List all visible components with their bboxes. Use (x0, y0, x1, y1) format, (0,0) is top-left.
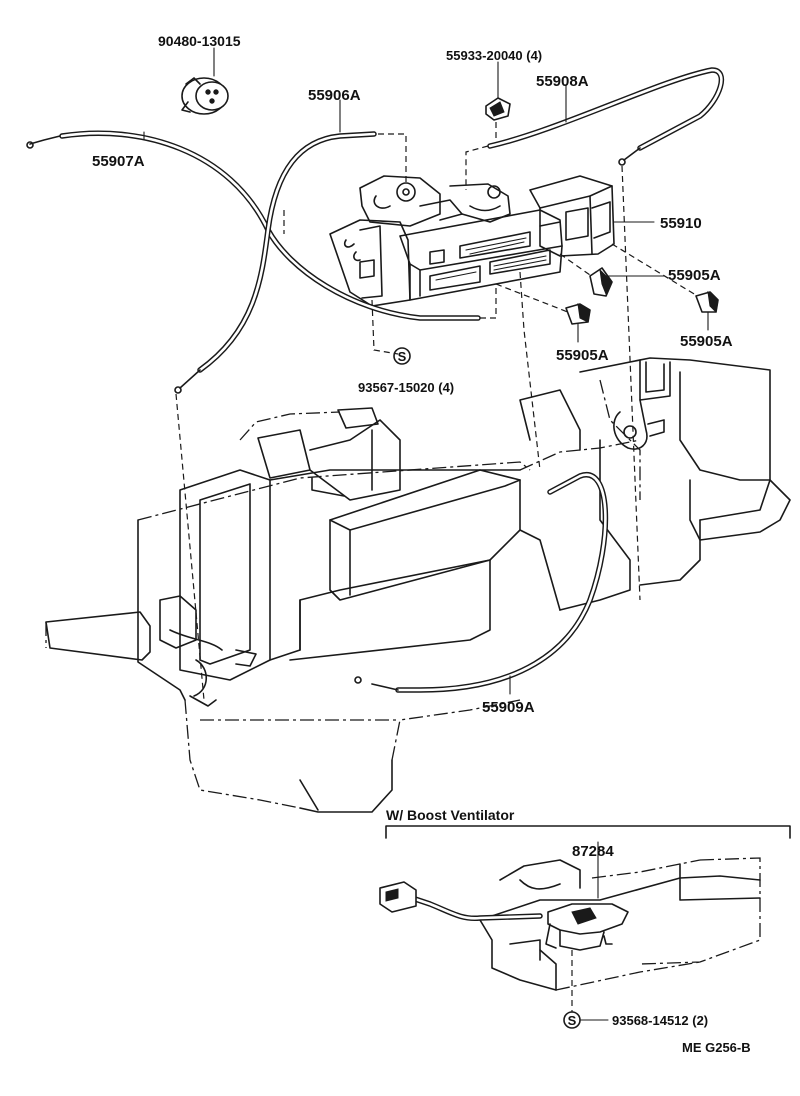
control-knob-icon (695, 290, 719, 314)
label-93568-14512: 93568-14512 (2) (612, 1013, 708, 1028)
inset-title: W/ Boost Ventilator (386, 807, 515, 823)
label-55933-20040: 55933-20040 (4) (446, 48, 542, 63)
cable-clip-icon (485, 97, 511, 121)
label-90480-13015: 90480-13015 (158, 33, 241, 49)
cable-55909A (354, 472, 609, 693)
svg-text:S: S (568, 1013, 577, 1028)
diagram-code: ME G256-B (682, 1040, 751, 1055)
svg-text:S: S (398, 349, 407, 364)
label-55907A: 55907A (92, 153, 145, 170)
label-93567-15020: 93567-15020 (4) (358, 380, 454, 395)
label-55908A: 55908A (536, 73, 589, 90)
connector-plug-icon (181, 77, 229, 115)
alignment-lines (175, 112, 705, 701)
control-knob-icon (589, 267, 613, 297)
control-knob-icon (565, 303, 591, 325)
cable-55906A (174, 131, 377, 394)
heater-control-assembly (329, 175, 615, 307)
inset-boost-ventilator (379, 825, 791, 1012)
screw-symbol-icon: S (393, 347, 411, 365)
leader-lines (143, 47, 709, 1021)
label-87284: 87284 (572, 843, 614, 860)
label-55906A: 55906A (308, 87, 361, 104)
heater-unit (45, 357, 791, 813)
label-55905A-right: 55905A (680, 333, 733, 350)
label-55905A-center: 55905A (556, 347, 609, 364)
label-55905A-top: 55905A (668, 267, 721, 284)
part-labels: 90480-13015 55933-20040 (4) 55908A 55906… (92, 33, 751, 1055)
label-55910: 55910 (660, 215, 702, 232)
screw-symbol-icon: S (563, 1011, 581, 1029)
cable-55908A (487, 67, 725, 166)
label-55909A: 55909A (482, 699, 535, 716)
